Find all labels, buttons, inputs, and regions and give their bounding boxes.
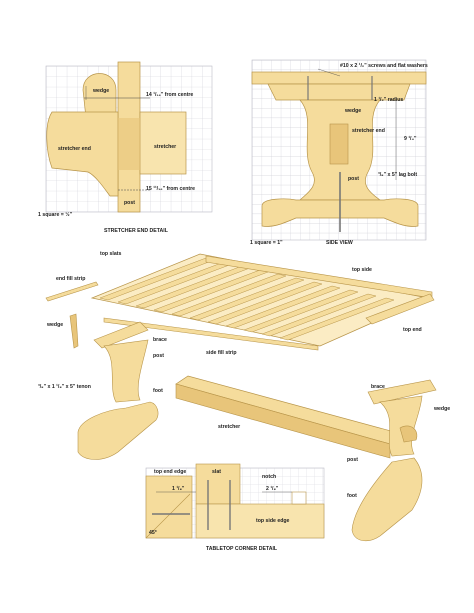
tabletop-corner-detail: top end edge slat notch 1 ¹/₈" 2 ¹/₈" to… xyxy=(145,463,325,552)
top-side-edge-label: top side edge xyxy=(256,518,290,524)
stretcher-end-block xyxy=(329,123,349,165)
top-side-edge-shape xyxy=(195,503,325,539)
foot-right-label: foot xyxy=(347,493,357,499)
side-view: #10 x 2 ¹/₂" screws and flat washers 1 ¹… xyxy=(250,59,428,246)
top-end-shape xyxy=(365,293,435,325)
post-label: post xyxy=(124,200,135,206)
dim-left-label: 1 ¹/₈" xyxy=(172,486,185,492)
stretcher-end-text-side: stretcher end xyxy=(352,128,385,134)
post-left-label: post xyxy=(153,353,164,359)
side-fill-strip-label: side fill strip xyxy=(206,350,237,356)
foot-right-shape xyxy=(351,457,423,542)
post-label-side: post xyxy=(348,176,359,182)
stretcher-end-label: stretcher end xyxy=(58,146,91,152)
end-fill-strip-shape xyxy=(45,281,99,302)
top-slats-group xyxy=(99,257,395,341)
foot-left-shape xyxy=(77,401,159,460)
post-left-shape xyxy=(103,339,149,403)
wedge-label-side: wedge xyxy=(344,108,361,114)
side-fill-strip-shape xyxy=(103,317,319,351)
stretcher-shape xyxy=(139,111,187,175)
angle-label: 45° xyxy=(149,530,157,536)
wedge-left-label: wedge xyxy=(46,322,63,328)
notch-shape xyxy=(291,491,307,505)
stretcher-end-detail: wedge 14 ¹/₁₆" from centre stretcher end… xyxy=(38,61,213,234)
wedge-right-label: wedge xyxy=(433,406,450,412)
wedge-right-shape xyxy=(399,425,418,443)
stretcher-shape-exploded xyxy=(175,375,403,445)
corner-detail-caption: TABLETOP CORNER DETAIL xyxy=(206,546,278,552)
brace-left-shape xyxy=(93,321,149,349)
wedge-shape xyxy=(82,73,117,119)
top-side-label: top side xyxy=(352,267,372,273)
end-fill-strip-label: end fill strip xyxy=(56,276,85,282)
top-slats-label: top slats xyxy=(100,251,121,257)
wedge-label: wedge xyxy=(92,88,109,94)
post-right-label: post xyxy=(347,457,358,463)
wedge-left-shape xyxy=(69,313,79,349)
slat-label: slat xyxy=(212,469,221,475)
brace-right-label: brace xyxy=(371,384,385,390)
slat-shape xyxy=(195,463,241,505)
stretcher-end-label-side: stretcher end xyxy=(352,128,385,134)
dim-top-text: 14 ¹/₁₆" from centre xyxy=(146,92,193,98)
notch-label: notch xyxy=(262,474,276,480)
radius-label: 1 ¹/₂" radius xyxy=(374,97,403,103)
brace-shape xyxy=(267,83,411,101)
top-end-edge-shape xyxy=(145,475,193,539)
stretcher-label-exploded: stretcher xyxy=(218,424,240,430)
stretcher-detail-caption: STRETCHER END DETAIL xyxy=(104,228,169,234)
height-label: 9 ¹/₄" xyxy=(404,136,417,142)
exploded-view: top slats top side end fill strip top en… xyxy=(38,251,450,542)
scale-label: 1 square = ½" xyxy=(38,211,73,218)
stretcher-label: stretcher xyxy=(154,144,176,150)
stretcher-end-shape xyxy=(46,111,119,197)
tenon-shade xyxy=(118,118,140,170)
tenon-label: ³/₈" x 1 ¹/₈" x 5" tenon xyxy=(38,384,91,390)
top-end-label: top end xyxy=(403,327,422,333)
top-end-edge-label: top end edge xyxy=(154,469,186,475)
dim-top-label: 14 ¹/₁₆" from centre xyxy=(146,92,193,98)
screws-label: #10 x 2 ¹/₂" screws and flat washers xyxy=(340,63,428,69)
brace-left-label: brace xyxy=(153,337,167,343)
stretcher-face xyxy=(175,383,391,459)
dim-right-label: 2 ¹/₈" xyxy=(266,486,279,492)
brace-right-shape xyxy=(367,379,437,405)
side-view-caption: SIDE VIEW xyxy=(326,240,353,246)
lag-bolt-label: ³/₈" x 5" lag bolt xyxy=(378,172,417,178)
tabletop-shape xyxy=(251,71,427,85)
dim-bottom-label: 15 ¹¹/₁₆" from centre xyxy=(146,186,195,192)
foot-left-label: foot xyxy=(153,388,163,394)
side-scale-label: 1 square = 1" xyxy=(250,240,283,246)
